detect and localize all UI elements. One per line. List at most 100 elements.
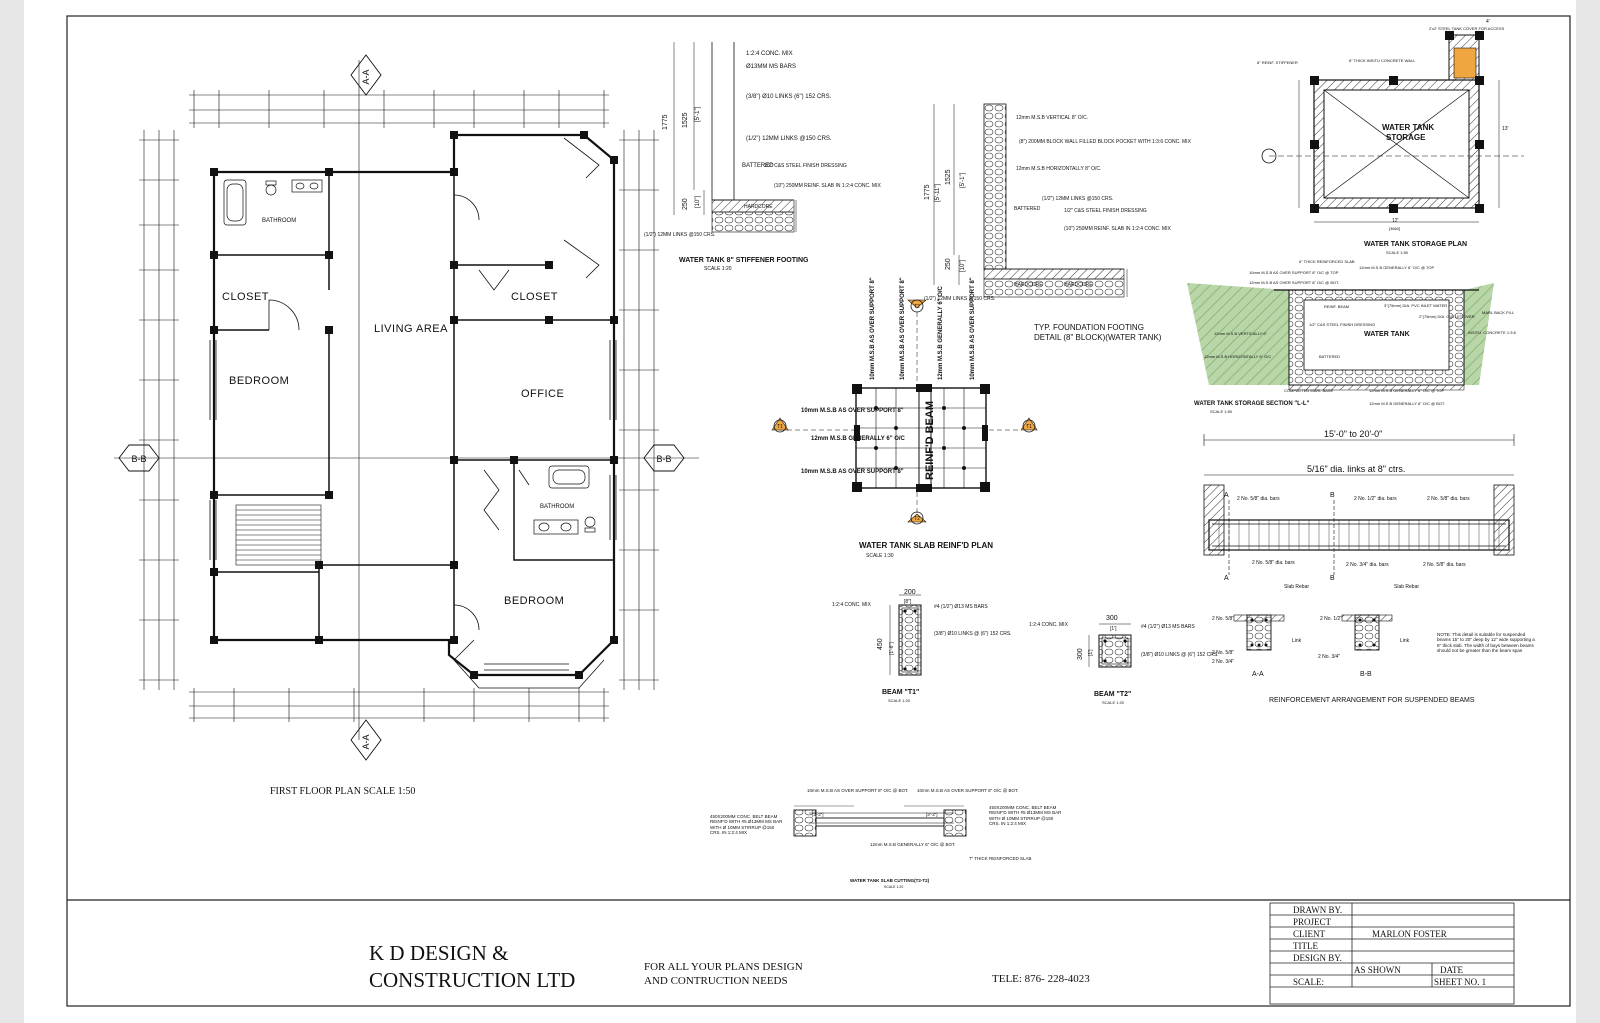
- svg-text:12mm M.S.B GENERALLY 6" O/C: 12mm M.S.B GENERALLY 6" O/C: [811, 436, 906, 442]
- svg-text:7" THICK REINFORCED SLAB: 7" THICK REINFORCED SLAB: [969, 856, 1032, 861]
- doors: [268, 194, 530, 631]
- storage-plan-detail: [1261, 31, 1524, 223]
- svg-text:1:2:4 CONC. MIX: 1:2:4 CONC. MIX: [1029, 622, 1069, 628]
- tagline-line1: FOR ALL YOUR PLANS DESIGN: [644, 961, 803, 973]
- svg-text:(10") 250MM REINF. SLAB IN 1:2: (10") 250MM REINF. SLAB IN 1:2:4 CONC. M…: [774, 183, 881, 189]
- svg-text:12mm M.S.B GENERALLY 6" O/C @: 12mm M.S.B GENERALLY 6" O/C @ BOT.: [1369, 401, 1445, 406]
- windows: [209, 340, 617, 671]
- svg-text:DATE: DATE: [1440, 965, 1463, 975]
- svg-text:3"(75mm) DIA. PVC INLET WATER: 3"(75mm) DIA. PVC INLET WATER: [1384, 303, 1447, 308]
- floor-plan-title: FIRST FLOOR PLAN SCALE 1:50: [270, 786, 415, 797]
- svg-text:SCALE 1:20: SCALE 1:20: [884, 885, 903, 889]
- titleblock: K D DESIGN & CONSTRUCTION LTD FOR ALL YO…: [369, 902, 1515, 1005]
- suspended-beam-span: 15'-0" to 20'-0": [1324, 429, 1382, 439]
- stiffener-footing-text: 1775 1525 [5'-1"] 250 [10"] 1:2:4 CONC. …: [644, 51, 881, 272]
- bay-windows: [453, 137, 605, 689]
- svg-text:2 No. 1/2": 2 No. 1/2": [1320, 616, 1342, 622]
- svg-text:2 No. 5/8": 2 No. 5/8": [1212, 650, 1234, 656]
- svg-text:1/2" C&S STEEL FINISH DRESSING: 1/2" C&S STEEL FINISH DRESSING: [764, 163, 847, 169]
- living-area-label: LIVING AREA: [374, 323, 448, 335]
- storage-plan-title: WATER TANK STORAGE PLAN: [1364, 241, 1467, 248]
- svg-text:STORAGE: STORAGE: [1386, 133, 1426, 142]
- exterior-walls: [212, 133, 616, 677]
- svg-text:B: B: [1330, 492, 1335, 499]
- svg-text:B-B: B-B: [1360, 671, 1372, 678]
- closet-right-label: CLOSET: [511, 291, 558, 303]
- svg-text:[10"]: [10"]: [695, 196, 701, 208]
- svg-text:2 No. 5/8" dia. bars: 2 No. 5/8" dia. bars: [1427, 496, 1470, 502]
- svg-text:8" REINF. STIFFENER: 8" REINF. STIFFENER: [1257, 60, 1298, 65]
- suspended-beam-links: 5/16" dia. links at 8" ctrs.: [1307, 464, 1405, 474]
- suspended-beam-note: NOTE: This detail is suitable for suspen…: [1437, 632, 1535, 653]
- svg-text:SCALE:: SCALE:: [1293, 977, 1324, 987]
- svg-text:12mm M.S.B GENERALLY 6" O/C @: 12mm M.S.B GENERALLY 6" O/C @ BOT.: [870, 842, 956, 847]
- svg-text:2 No. 3/4" dia. bars: 2 No. 3/4" dia. bars: [1346, 562, 1389, 568]
- foundation-footing-detail: [933, 103, 1128, 298]
- titleblock-table: [1269, 902, 1515, 1005]
- beam-t1-title: BEAM "T1": [882, 689, 919, 696]
- slab-cutting-title: WATER TANK SLAB CUTTING(T2-T2): [850, 878, 930, 883]
- svg-text:1:2:4 CONC. MIX: 1:2:4 CONC. MIX: [746, 51, 793, 57]
- svg-text:A: A: [1224, 492, 1229, 499]
- svg-text:A: A: [1224, 575, 1229, 582]
- svg-text:[1'-6"]: [1'-6"]: [889, 642, 895, 655]
- bathroom-top-label: BATHROOM: [262, 218, 296, 224]
- svg-text:T1: T1: [777, 424, 783, 430]
- svg-text:1525: 1525: [682, 112, 689, 128]
- svg-text:1525: 1525: [945, 169, 952, 185]
- svg-text:12mm M.S.B HORIZONTALLY 8" O/C: 12mm M.S.B HORIZONTALLY 8" O/C.: [1016, 166, 1101, 172]
- svg-text:WATER TANK: WATER TANK: [1364, 331, 1410, 338]
- suspended-beam-title: REINFORCEMENT ARRANGEMENT FOR SUSPENDED …: [1269, 697, 1475, 704]
- svg-text:Link: Link: [1292, 638, 1302, 644]
- svg-text:HARDCORE: HARDCORE: [1014, 282, 1043, 288]
- svg-text:T1: T1: [1026, 424, 1032, 430]
- svg-text:(8") 200MM BLOCK WALL FILLED B: (8") 200MM BLOCK WALL FILLED BLOCK POCKE…: [1019, 139, 1192, 145]
- svg-text:13': 13': [1502, 126, 1509, 132]
- svg-text:HARDCORE: HARDCORE: [744, 204, 773, 210]
- beam-t1-detail: [889, 594, 922, 676]
- svg-text:DRAWN BY.: DRAWN BY.: [1293, 905, 1342, 915]
- beam-t2-detail: [1088, 623, 1132, 668]
- slab-cutting-text: 10mm M.S.B AS OVER SUPPORT 8" O/C @ BOT.…: [710, 788, 1061, 889]
- svg-text:WATER TANK: WATER TANK: [1382, 123, 1434, 132]
- stairs: [235, 504, 322, 566]
- section-bb-right: B-B: [656, 454, 671, 464]
- svg-text:300: 300: [1106, 615, 1118, 622]
- slab-plan-text: REINF'D BEAM T2 T1 T1 T2 10mm M.S.B AS O…: [777, 277, 1032, 559]
- svg-text:DETAIL (8" BLOCK)(WATER TANK): DETAIL (8" BLOCK)(WATER TANK): [1034, 333, 1162, 342]
- svg-text:A-A: A-A: [1252, 671, 1264, 678]
- section-bb-left: B-B: [131, 454, 146, 464]
- section-aa-top: A-A: [361, 69, 371, 84]
- svg-text:TITLE: TITLE: [1293, 941, 1318, 951]
- svg-text:MARL BACK FILL: MARL BACK FILL: [1482, 310, 1515, 315]
- svg-text:[3'-3"]: [3'-3"]: [926, 812, 937, 817]
- svg-text:BATTERED: BATTERED: [742, 163, 774, 169]
- closet-left-label: CLOSET: [222, 291, 269, 303]
- svg-text:#4 (1/2") Ø13 MS BARS: #4 (1/2") Ø13 MS BARS: [934, 604, 988, 610]
- svg-text:[3660]: [3660]: [1389, 226, 1400, 231]
- foundation-title: TYP. FOUNDATION FOOTING: [1034, 323, 1144, 332]
- svg-text:REINF. BEAM: REINF. BEAM: [1324, 304, 1349, 309]
- svg-text:12mm M.S.B VERTICAL 8" O/C.: 12mm M.S.B VERTICAL 8" O/C.: [1016, 115, 1088, 121]
- svg-text:SCALE 1:20: SCALE 1:20: [888, 698, 911, 703]
- svg-text:10mm M.S.B AS OVER SUPPORT 8": 10mm M.S.B AS OVER SUPPORT 8": [970, 277, 976, 380]
- svg-text:Slab Rebar: Slab Rebar: [1394, 584, 1419, 590]
- svg-text:10mm M.S.B AS OVER SUPPORT 8": 10mm M.S.B AS OVER SUPPORT 8": [801, 469, 904, 475]
- storage-section-text: WATER TANK 6" THICK REINFORCED SLAB 12mm…: [1194, 259, 1517, 414]
- sheet-border: [66, 15, 1571, 1007]
- bedroom-right-label: BEDROOM: [504, 595, 564, 607]
- svg-text:HARDCORE: HARDCORE: [1064, 282, 1093, 288]
- bathtub-right: [548, 465, 590, 489]
- plan-labels: LIVING AREA BEDROOM CLOSET BATHROOM CLOS…: [131, 69, 671, 797]
- svg-text:2 No. 3/4": 2 No. 3/4": [1212, 659, 1234, 665]
- tagline-line2: AND CONTRUCTION NEEDS: [644, 975, 788, 987]
- bedroom-left-label: BEDROOM: [229, 375, 289, 387]
- stiffener-title: WATER TANK 8" STIFFENER FOOTING: [679, 257, 809, 264]
- beam-t2-title: BEAM "T2": [1094, 691, 1131, 698]
- slab-cutting-detail: [793, 805, 967, 837]
- fixtures: [223, 179, 596, 535]
- svg-text:300: 300: [1077, 648, 1084, 660]
- telephone: TELE: 876- 228-4023: [992, 973, 1090, 985]
- svg-text:2 No. 3/4": 2 No. 3/4": [1318, 654, 1340, 660]
- suspended-beam-detail: [1203, 434, 1515, 651]
